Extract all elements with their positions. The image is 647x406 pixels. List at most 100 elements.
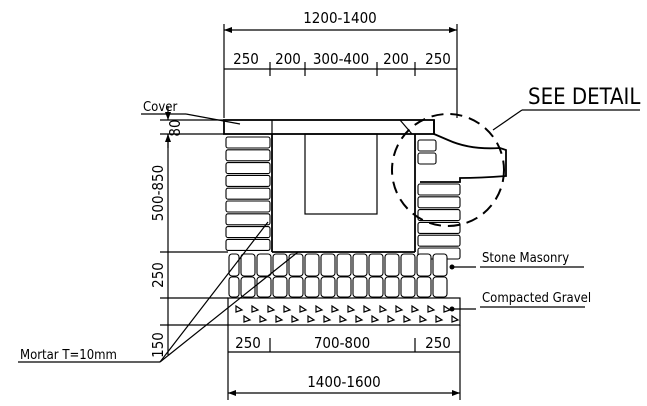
- left-cover-dim: 80: [166, 119, 184, 136]
- gravel-aggregate: [299, 304, 308, 313]
- gravel-aggregate: [283, 304, 292, 313]
- base-stone-lower: [336, 276, 352, 298]
- bottom-overall-label: 1400-1600: [307, 373, 381, 391]
- left-wall-dim: 500-850: [149, 165, 167, 221]
- base-stone-lower: [304, 276, 320, 298]
- gravel-aggregate: [451, 314, 460, 323]
- gravel-aggregate: [411, 304, 420, 313]
- gravel-aggregate: [379, 304, 388, 313]
- top-seg-4: 200: [383, 50, 409, 68]
- base-stone-upper: [304, 253, 320, 277]
- gravel-aggregate: [307, 314, 316, 323]
- gravel-aggregate: [315, 304, 324, 313]
- compacted-gravel-callout: Compacted Gravel: [449, 291, 591, 312]
- left-wall-brick: [225, 200, 271, 213]
- base-stone-lower: [368, 276, 384, 298]
- base-stone-lower: [240, 276, 256, 298]
- gravel-aggregate: [363, 304, 372, 313]
- base-stone-lower: [272, 276, 288, 298]
- compacted-gravel-label: Compacted Gravel: [482, 291, 591, 306]
- right-wall-brick: [417, 152, 437, 165]
- gravel-aggregate: [419, 314, 428, 323]
- base-stone-upper: [240, 253, 256, 277]
- base-stone-lower: [416, 276, 432, 298]
- right-wall-brick: [417, 139, 437, 152]
- mortar-callout: Mortar T=10mm: [18, 221, 299, 363]
- left-wall-brick: [225, 238, 271, 251]
- pipe-outlet: [420, 120, 507, 183]
- left-wall-brick: [225, 187, 271, 200]
- base-stone-upper: [336, 253, 352, 277]
- right-wall-brick: [417, 183, 461, 196]
- inner-opening: [304, 133, 378, 215]
- right-wall-brick: [417, 221, 461, 234]
- base-masonry: [228, 253, 448, 298]
- gravel-aggregate: [435, 314, 444, 323]
- right-wall-brick: [417, 196, 461, 209]
- left-masonry-dim: 250: [149, 262, 167, 288]
- gravel-aggregate: [275, 314, 284, 323]
- detail-circle: [391, 113, 505, 227]
- cover-slab: [223, 119, 435, 135]
- base-stone-upper: [400, 253, 416, 277]
- left-wall-brick: [225, 213, 271, 226]
- bottom-overall-dimension: 1400-1600: [228, 373, 460, 396]
- base-stone-upper: [228, 253, 240, 277]
- gravel-aggregate: [331, 304, 340, 313]
- gravel-aggregate: [347, 304, 356, 313]
- bottom-seg-2: 700-800: [314, 334, 370, 352]
- base-stone-lower: [432, 276, 448, 298]
- right-wall-brick: [417, 209, 461, 222]
- mortar-label: Mortar T=10mm: [20, 348, 117, 363]
- gravel-aggregate: [291, 314, 300, 323]
- gravel-aggregate: [355, 314, 364, 323]
- base-stone-upper: [256, 253, 272, 277]
- see-detail-callout: SEE DETAIL: [391, 85, 640, 227]
- base-stone-lower: [400, 276, 416, 298]
- top-seg-1: 250: [233, 50, 259, 68]
- top-overall-dimension: 1200-1400: [223, 9, 458, 118]
- gravel-aggregate: [251, 304, 260, 313]
- compacted-gravel-layer: [227, 297, 461, 326]
- gravel-aggregate: [427, 304, 436, 313]
- cover-label: Cover: [143, 100, 177, 115]
- gravel-aggregate: [395, 304, 404, 313]
- base-stone-lower: [228, 276, 240, 298]
- left-wall-brick: [225, 136, 271, 149]
- base-stone-lower: [288, 276, 304, 298]
- base-stone-lower: [352, 276, 368, 298]
- top-segment-dimensions: 250 200 300-400 200 250: [224, 50, 457, 76]
- gravel-aggregate: [371, 314, 380, 323]
- base-stone-lower: [384, 276, 400, 298]
- left-gravel-dim: 150: [149, 332, 167, 358]
- left-wall-masonry: [225, 136, 271, 251]
- left-dimensions: 80 500-850 250 150: [149, 106, 228, 358]
- gravel-aggregate: [259, 314, 268, 323]
- bottom-segment-dimensions: 250 700-800 250: [227, 325, 461, 400]
- top-overall-label: 1200-1400: [303, 9, 377, 27]
- gravel-aggregate: [403, 314, 412, 323]
- base-stone-lower: [256, 276, 272, 298]
- right-wall-brick: [417, 234, 461, 247]
- bottom-seg-1: 250: [235, 334, 261, 352]
- gravel-aggregate: [323, 314, 332, 323]
- gravel-aggregate: [243, 314, 252, 323]
- left-wall-brick: [225, 149, 271, 162]
- base-stone-upper: [320, 253, 336, 277]
- bottom-seg-3: 250: [425, 334, 451, 352]
- base-stone-upper: [272, 253, 288, 277]
- base-stone-lower: [320, 276, 336, 298]
- top-seg-3: 300-400: [313, 50, 369, 68]
- inner-chamber: [271, 133, 416, 253]
- left-wall-brick: [225, 226, 271, 239]
- left-wall-brick: [225, 162, 271, 175]
- top-seg-5: 250: [425, 50, 451, 68]
- gravel-aggregate: [443, 304, 452, 313]
- left-wall-brick: [225, 174, 271, 187]
- base-stone-upper: [432, 253, 448, 277]
- gravel-aggregate: [235, 304, 244, 313]
- top-seg-2: 200: [275, 50, 301, 68]
- gravel-aggregate: [267, 304, 276, 313]
- stone-masonry-label: Stone Masonry: [482, 251, 569, 266]
